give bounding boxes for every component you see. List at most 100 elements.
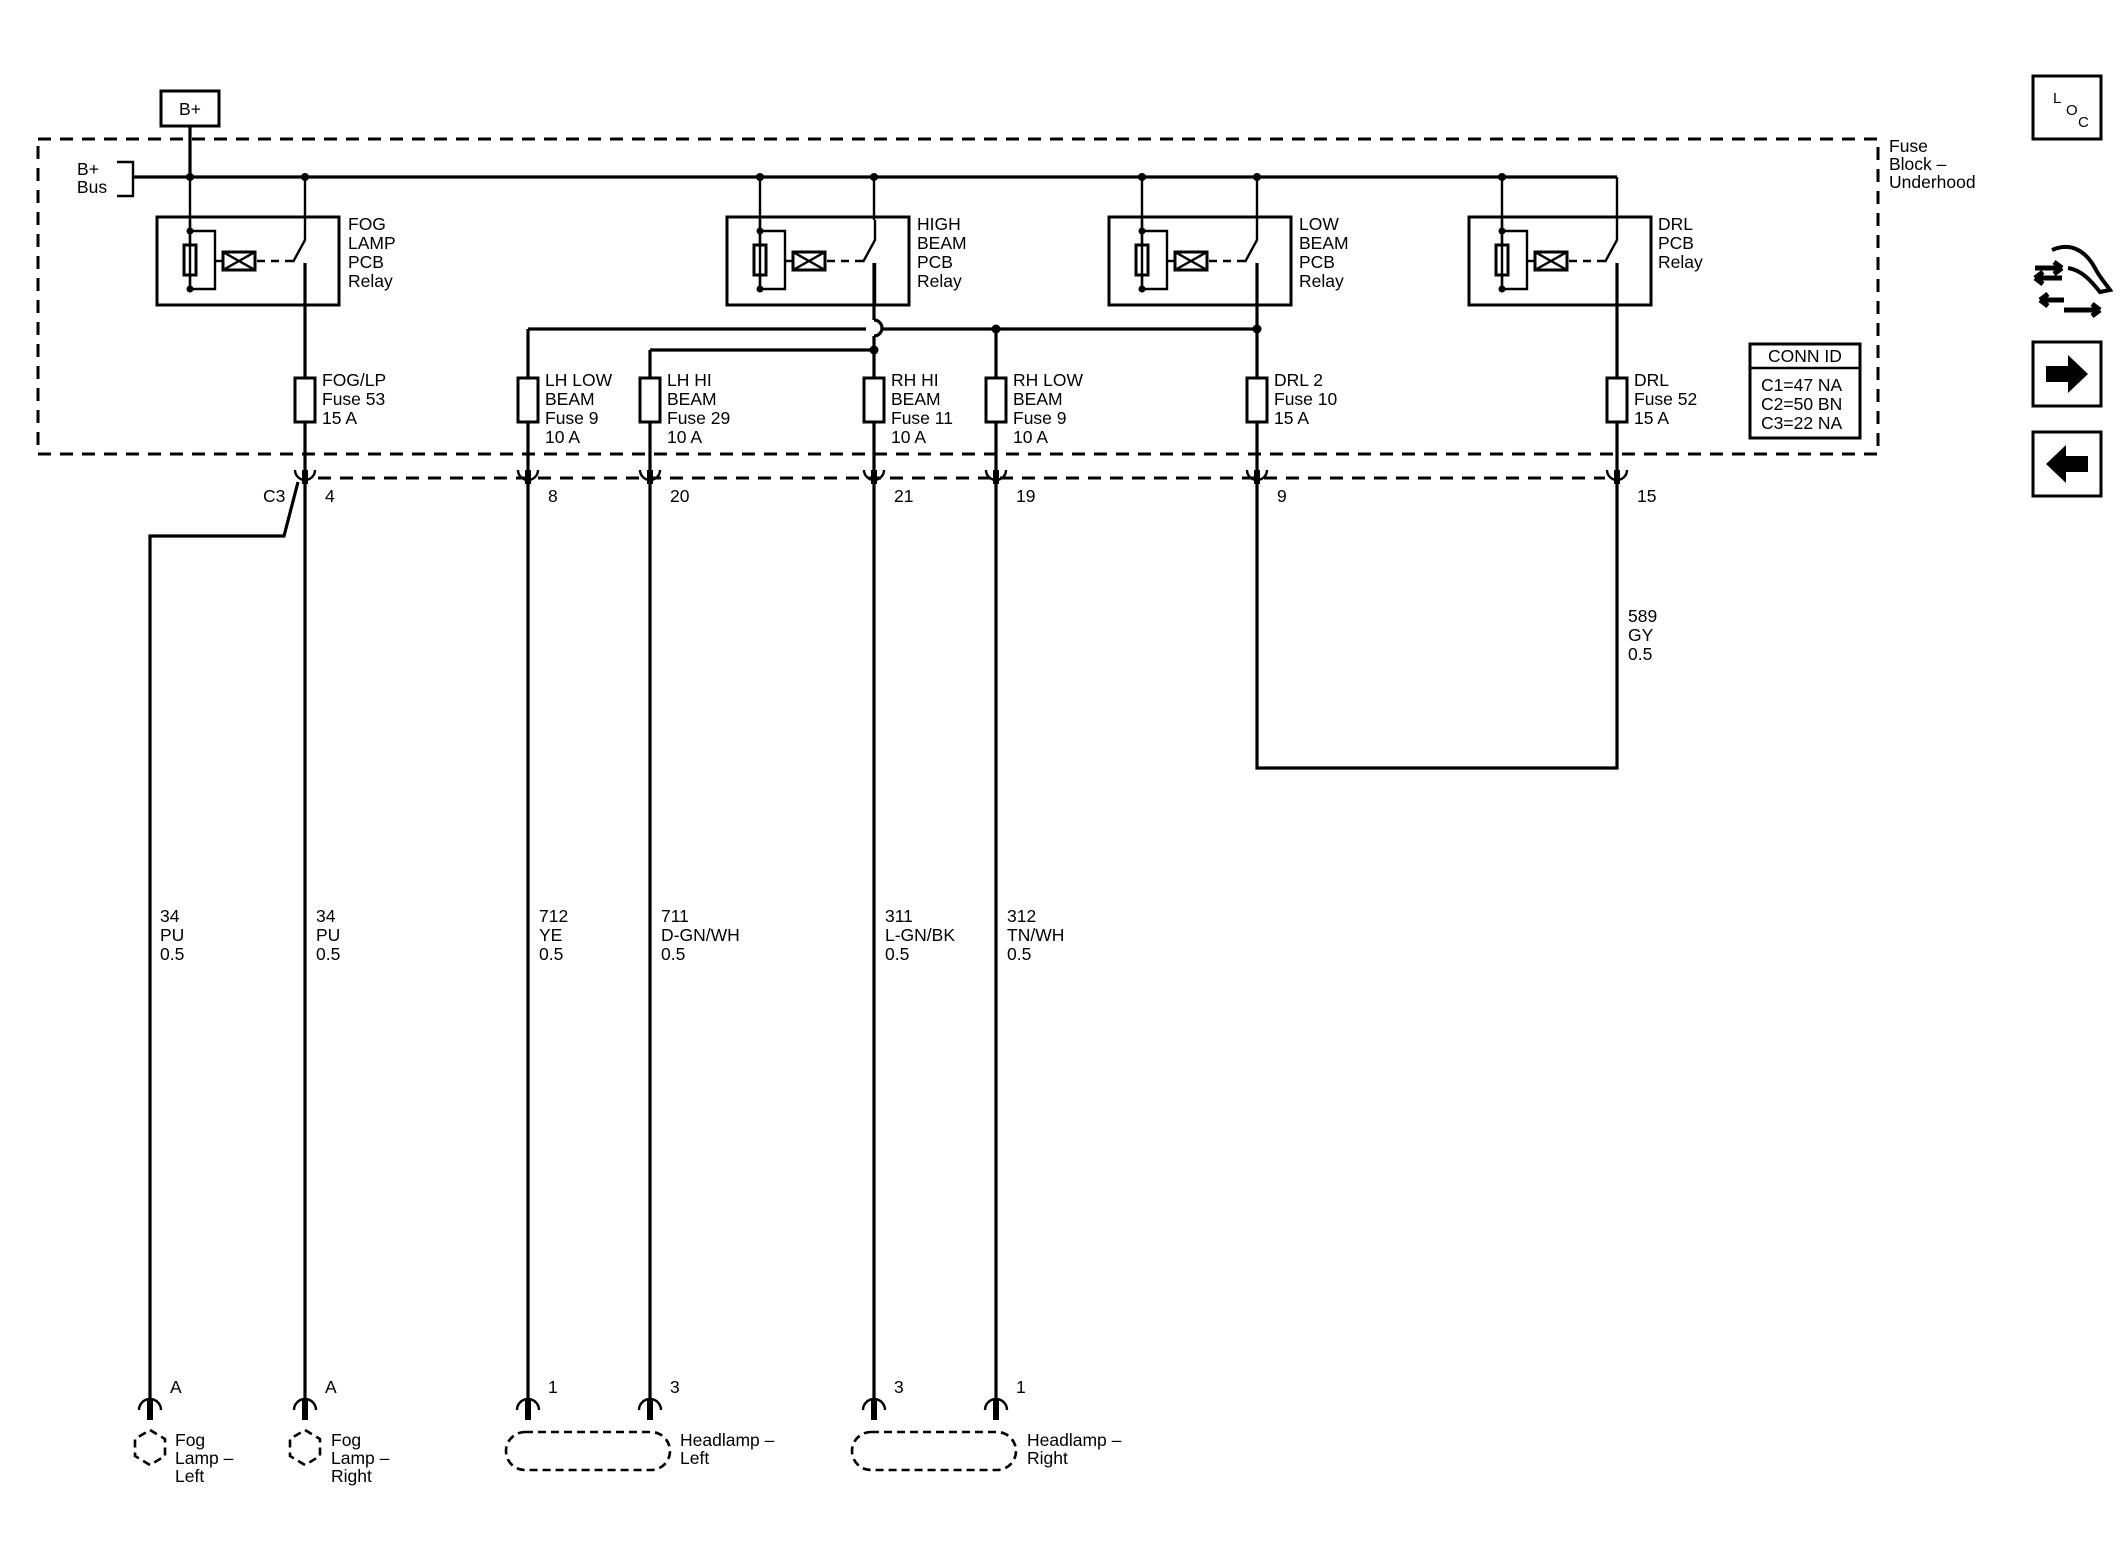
component-pin: A <box>137 1377 182 1420</box>
relay-low-label-3: PCB <box>1299 252 1335 272</box>
connector-pin: 21 <box>862 469 913 506</box>
relay-fog-label-2: LAMP <box>348 233 396 253</box>
wire-fog-left-line-2: PU <box>160 925 184 945</box>
fuse-rh-hi-label-1: RH HI <box>891 370 939 390</box>
fuse-lh-low-label-1: LH LOW <box>545 370 613 390</box>
wire-fog-left-line-3: 0.5 <box>160 944 184 964</box>
relay-fog-label-1: FOG <box>348 214 386 234</box>
fog-lamp-right-symbol <box>288 1428 322 1467</box>
component-pin: A <box>292 1377 337 1420</box>
component-pin-2-label: A <box>325 1377 337 1397</box>
conn-id-row-2: C2=50 BN <box>1761 394 1842 414</box>
next-arrow-icon[interactable] <box>2031 340 2103 408</box>
component-pin-6-label: 1 <box>1016 1377 1026 1397</box>
pin-2-label: 8 <box>548 486 558 506</box>
conn-id-box <box>1748 342 1862 440</box>
wire-drl-jumper-line-3: 0.5 <box>1628 644 1652 664</box>
fuse-rh-hi-label-3: Fuse 11 <box>891 408 953 428</box>
fuse-lh-hi-label-4: 10 A <box>667 427 702 447</box>
relay-drl-label-1: DRL <box>1658 214 1693 234</box>
fuse-drl2-label-2: Fuse 10 <box>1274 389 1337 409</box>
connector-pin: 20 <box>638 469 690 506</box>
wire-lh-hi-line-3: 0.5 <box>661 944 685 964</box>
b-plus-source-label: B+ <box>179 99 201 119</box>
fuse-rh-hi-label-4: 10 A <box>891 427 926 447</box>
fuse-icon <box>293 376 317 424</box>
loc-letter-l: L <box>2053 90 2061 107</box>
wire-rh-hi-line-2: L-GN/BK <box>885 925 955 945</box>
component-pin: 1 <box>983 1377 1026 1420</box>
pin-5-label: 19 <box>1016 486 1035 506</box>
relay-drl-label-3: Relay <box>1658 252 1703 272</box>
fuse-icon <box>1245 376 1269 424</box>
connector-name: C3 <box>263 486 285 506</box>
wire-lh-low-line-3: 0.5 <box>539 944 563 964</box>
bus-label-1: B+ <box>77 159 99 179</box>
loc-button[interactable]: L O C <box>2031 74 2103 141</box>
fog-left-label-1: Fog <box>175 1430 205 1450</box>
bus-label-2: Bus <box>77 177 107 197</box>
fuse-drl-label-2: Fuse 52 <box>1634 389 1697 409</box>
previous-arrow-icon[interactable] <box>2031 430 2103 498</box>
relay-fog-label-3: PCB <box>348 252 384 272</box>
wire-drl-jumper-line-2: GY <box>1628 625 1654 645</box>
pin-1-label: 4 <box>325 486 335 506</box>
fuse-rh-low-label-3: Fuse 9 <box>1013 408 1067 428</box>
fuse-block-label-3: Underhood <box>1889 172 1976 192</box>
wire-fog-right-line-3: 0.5 <box>316 944 340 964</box>
headlamp-left-symbol <box>504 1430 672 1472</box>
fuse-drl2-label-3: 15 A <box>1274 408 1309 428</box>
connector-pin: 9 <box>1245 469 1287 506</box>
fuse-icon <box>862 376 886 424</box>
fuse-icon <box>638 376 662 424</box>
wire-lh-low-line-1: 712 <box>539 906 568 926</box>
fuse-rh-hi-label-2: BEAM <box>891 389 941 409</box>
relay-high-label-1: HIGH <box>917 214 961 234</box>
component-pin-1-label: A <box>170 1377 182 1397</box>
fuse-lh-low-label-4: 10 A <box>545 427 580 447</box>
loc-letter-c: C <box>2078 114 2089 131</box>
headlamp-left-label-1: Headlamp – <box>680 1430 775 1450</box>
fuse-drl2-label-1: DRL 2 <box>1274 370 1323 390</box>
headlamp-right-symbol <box>850 1430 1018 1472</box>
fog-lamp-left-symbol <box>133 1428 167 1467</box>
relay-high-label-3: PCB <box>917 252 953 272</box>
harness-routing-icon[interactable] <box>2033 244 2114 318</box>
relay-drl-label-2: PCB <box>1658 233 1694 253</box>
relay-high-label-2: BEAM <box>917 233 967 253</box>
component-pin-3-label: 1 <box>548 1377 558 1397</box>
connector-pin: 15 <box>1605 469 1656 506</box>
fuse-fog-lp-label-1: FOG/LP <box>322 370 386 390</box>
fuse-drl-label-3: 15 A <box>1634 408 1669 428</box>
relay-high-label-4: Relay <box>917 271 962 291</box>
headlamp-left-label-2: Left <box>680 1448 709 1468</box>
loc-letter-o: O <box>2066 102 2078 119</box>
relay-low-label-4: Relay <box>1299 271 1344 291</box>
fuse-icon <box>516 376 540 424</box>
pin-4-label: 21 <box>894 486 913 506</box>
wire-rh-hi-line-1: 311 <box>885 906 913 926</box>
wire-lh-hi-line-2: D-GN/WH <box>661 925 740 945</box>
component-pin: 3 <box>861 1377 904 1420</box>
wire-rh-low-line-2: TN/WH <box>1007 925 1064 945</box>
component-pin: 3 <box>637 1377 680 1420</box>
relay-fog-label-4: Relay <box>348 271 393 291</box>
fuse-lh-low-label-3: Fuse 9 <box>545 408 599 428</box>
wire-rh-low-line-3: 0.5 <box>1007 944 1031 964</box>
fuse-lh-hi-label-2: BEAM <box>667 389 717 409</box>
